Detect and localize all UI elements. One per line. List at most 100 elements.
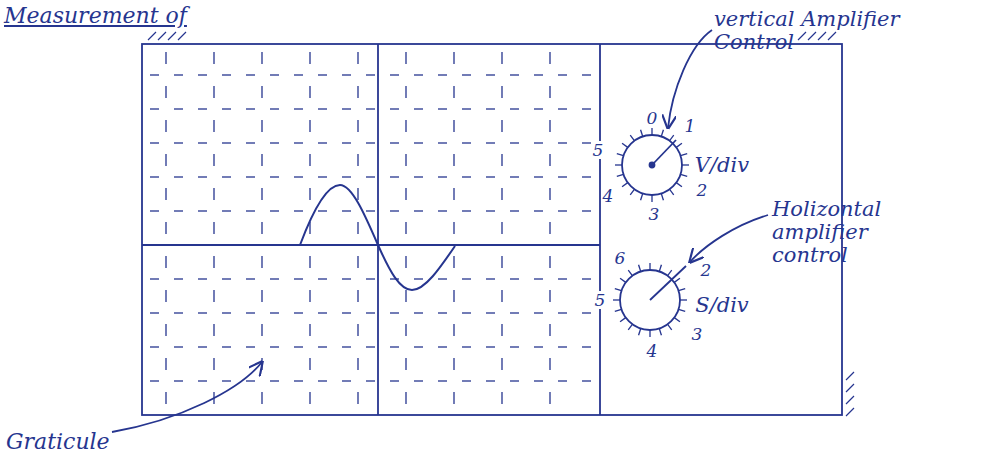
graticule-mark [414, 210, 423, 211]
graticule-mark [549, 52, 550, 64]
graticule-mark [366, 74, 375, 75]
graticule-mark [390, 142, 399, 143]
graticule-mark [150, 380, 159, 381]
screen-border [599, 44, 601, 415]
graticule-mark [366, 176, 375, 177]
graticule-mark [294, 176, 303, 177]
graticule-mark [390, 210, 399, 211]
dial-number: 4 [603, 187, 614, 206]
graticule-mark [534, 346, 543, 347]
graticule-mark [270, 142, 279, 143]
graticule-mark [558, 142, 567, 143]
dial-tick [617, 174, 624, 176]
graticule-mark [462, 380, 471, 381]
graticule-mark [198, 346, 207, 347]
hatching [148, 32, 854, 416]
graticule-mark [486, 346, 495, 347]
graticule-mark [453, 256, 454, 268]
graticule-mark [198, 108, 207, 109]
graticule-mark [390, 74, 399, 75]
dial-tick [628, 324, 632, 330]
dial-tick [641, 194, 643, 201]
dial-tick [661, 130, 663, 137]
graticule-mark [510, 312, 519, 313]
graticule-mark [174, 346, 183, 347]
graticule-mark [390, 312, 399, 313]
graticule-mark [213, 222, 214, 234]
graticule-mark [558, 346, 567, 347]
graticule-mark [357, 290, 358, 302]
dial-tick [659, 265, 661, 272]
graticule-mark [294, 108, 303, 109]
graticule-mark [462, 74, 471, 75]
graticule-mark [357, 358, 358, 370]
graticule-mark [213, 188, 214, 200]
dial-tick [615, 164, 622, 165]
graticule-mark [261, 52, 262, 64]
graticule-mark [453, 188, 454, 200]
graticule-mark [294, 312, 303, 313]
graticule-mark [318, 210, 327, 211]
graticule-mark [357, 120, 358, 132]
graticule-mark [438, 142, 447, 143]
graticule-mark [246, 380, 255, 381]
graticule-mark [165, 256, 166, 268]
graticule-mark [165, 120, 166, 132]
graticule-mark [174, 176, 183, 177]
graticule-mark [318, 142, 327, 143]
dial-tick [674, 278, 680, 282]
graticule-mark [246, 142, 255, 143]
dial-tick [649, 263, 650, 270]
graticule-mark [501, 188, 502, 200]
graticule-mark [390, 380, 399, 381]
graticule-mark [261, 86, 262, 98]
callout-label: vertical Amplifier Control [714, 8, 919, 54]
graticule-mark [213, 256, 214, 268]
graticule-mark [357, 222, 358, 234]
graticule-mark [246, 210, 255, 211]
graticule-mark [501, 256, 502, 268]
graticule-mark [366, 380, 375, 381]
graticule-mark [261, 188, 262, 200]
graticule-mark [549, 188, 550, 200]
graticule-mark [222, 74, 231, 75]
dial-number: 2 [697, 181, 708, 200]
title: Measurement of [4, 4, 187, 28]
graticule-mark [582, 346, 591, 347]
graticule-mark [174, 210, 183, 211]
graticule-mark [246, 176, 255, 177]
graticule-mark [501, 358, 502, 370]
graticule-mark [222, 278, 231, 279]
graticule-mark [198, 142, 207, 143]
graticule-mark [309, 52, 310, 64]
oscilloscope-frame [142, 44, 842, 415]
dial-tick [615, 309, 622, 311]
graticule-mark [501, 52, 502, 64]
graticule-mark [453, 154, 454, 166]
graticule-mark [294, 142, 303, 143]
sine-wave [300, 185, 455, 290]
graticule-mark [549, 290, 550, 302]
graticule-mark [462, 312, 471, 313]
graticule-mark [501, 324, 502, 336]
graticule-mark [582, 278, 591, 279]
graticule-mark [174, 312, 183, 313]
graticule-mark [405, 358, 406, 370]
graticule-mark [270, 74, 279, 75]
graticule-mark [174, 278, 183, 279]
graticule-mark [309, 358, 310, 370]
graticule-mark [270, 278, 279, 279]
dial-tick [649, 330, 650, 337]
graticule-mark [150, 108, 159, 109]
graticule-mark [510, 176, 519, 177]
graticule-mark [534, 380, 543, 381]
graticule-mark [486, 380, 495, 381]
graticule-mark [501, 154, 502, 166]
graticule-mark [309, 188, 310, 200]
graticule-mark [342, 176, 351, 177]
graticule-mark [318, 176, 327, 177]
graticule-mark [309, 290, 310, 302]
graticule-mark [165, 358, 166, 370]
graticule-mark [150, 312, 159, 313]
graticule-mark [414, 108, 423, 109]
